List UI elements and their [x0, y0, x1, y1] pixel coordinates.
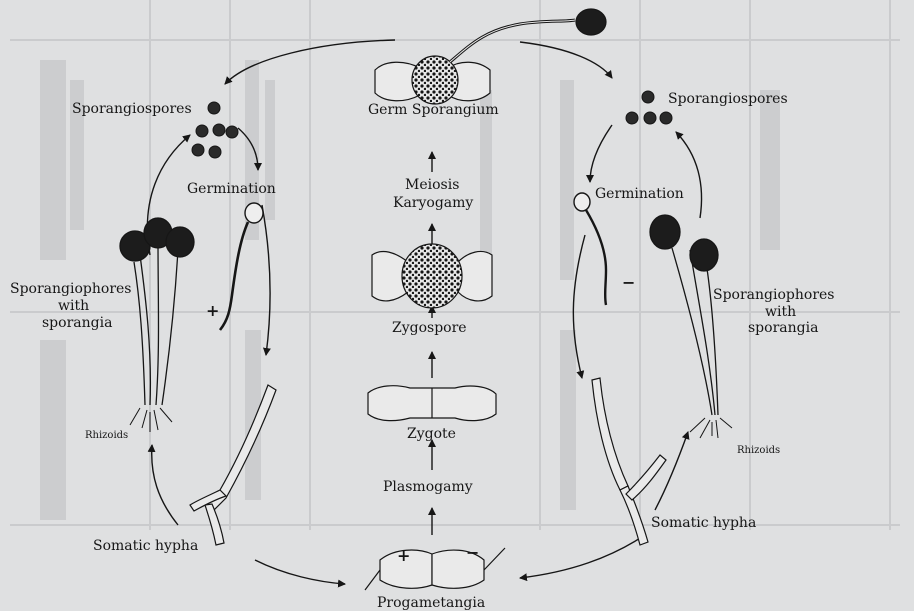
zygote-label: Zygote	[407, 426, 456, 442]
right-rhizoids-label: Rhizoids	[737, 445, 780, 457]
right-sporangiophores-label-2: with	[765, 304, 796, 320]
arrow-right-germination-to-hypha	[573, 235, 585, 378]
arrow-right-sporangiophores-to-spores	[676, 132, 702, 218]
right-sporangiospores-drawing	[626, 91, 672, 124]
right-sporangiophores-label-3: sporangia	[748, 320, 818, 336]
progametangia-minus-sign: −	[466, 543, 479, 562]
right-sporangiophores-label-1: Sporangiophores	[713, 287, 834, 303]
left-germination-label: Germination	[187, 181, 276, 197]
left-somatic-hypha-label: Somatic hypha	[93, 538, 198, 554]
arrow-left-hypha-to-progametangia	[255, 560, 345, 584]
germ-sporangium-label: Germ Sporangium	[368, 102, 499, 118]
germ-sporangium-drawing	[375, 9, 606, 104]
arrow-top-to-left-spores	[225, 40, 395, 84]
left-germ-tube-drawing	[220, 203, 263, 330]
plasmogamy-label: Plasmogamy	[383, 479, 473, 495]
left-sporangiospores-label: Sporangiospores	[72, 101, 192, 117]
left-sporangiospores-drawing	[192, 102, 238, 158]
progametangia-label: Progametangia	[377, 595, 485, 611]
right-germination-label: Germination	[595, 186, 684, 202]
left-sporangiophores-label-1: Sporangiophores	[10, 281, 131, 297]
arrow-right-spores-to-germination	[590, 125, 612, 182]
right-somatic-hypha-label: Somatic hypha	[651, 515, 756, 531]
left-sporangiophores-label-3: sporangia	[42, 315, 112, 331]
right-germ-tube-drawing	[574, 193, 606, 305]
left-somatic-hypha-drawing	[190, 385, 276, 545]
zygote-drawing	[368, 386, 496, 421]
arrow-right-hypha-to-progametangia	[520, 535, 645, 578]
right-sporangiophores-drawing	[650, 215, 732, 438]
arrow-left-spores-to-germination	[238, 128, 258, 170]
left-mating-sign: +	[206, 301, 219, 320]
zygospore-label: Zygospore	[392, 320, 467, 336]
karyogamy-label: Karyogamy	[393, 195, 473, 211]
arrow-left-hypha-to-rhizoids	[152, 445, 178, 525]
progametangia-plus-sign: +	[397, 546, 410, 565]
right-sporangiospores-label: Sporangiospores	[668, 91, 788, 107]
left-rhizoids-label: Rhizoids	[85, 430, 128, 442]
zygospore-drawing	[372, 244, 492, 308]
meiosis-label: Meiosis	[405, 177, 459, 193]
progametangia-drawing	[365, 548, 505, 590]
left-sporangiophores-label-2: with	[58, 298, 89, 314]
right-mating-sign: −	[622, 273, 635, 292]
arrow-left-germination-to-hypha	[262, 205, 270, 355]
arrow-right-hypha-to-rhizoids	[655, 432, 688, 510]
left-sporangiophores-drawing	[120, 218, 194, 432]
arrow-top-to-right-spores	[520, 42, 612, 78]
